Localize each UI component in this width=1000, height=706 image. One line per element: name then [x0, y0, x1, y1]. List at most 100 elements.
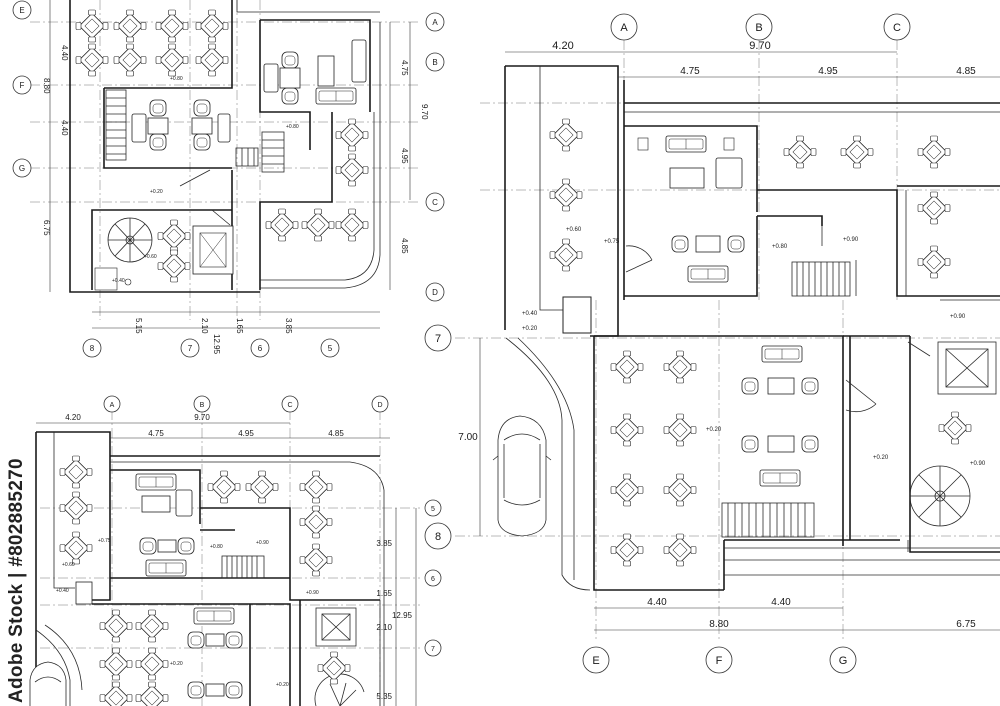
tl-grid-d: D [432, 288, 438, 297]
bl-dim-right-3: 2.10 [376, 623, 392, 632]
grid-bubble-f: F [716, 655, 723, 667]
bl-dimensions: 4.20 9.70 4.75 4.95 4.85 3.85 1.65 2.10 … [36, 413, 417, 706]
parked-car [492, 415, 552, 537]
tl-dim-bottom-2: 2.10 [200, 318, 209, 334]
tl-dimensions: 4.40 8.80 4.40 6.75 4.75 9.70 4.95 4.85 … [42, 0, 429, 355]
tl-dim-right-1: 4.75 [400, 60, 409, 76]
main-stairs [721, 261, 997, 538]
bl-grid-bubbles: A B C D 5 6 7 [103, 395, 442, 657]
level-mark: +0.90 [843, 237, 859, 243]
bottom-left-plan: 4.20 9.70 4.75 4.95 4.85 3.85 1.65 2.10 … [29, 395, 442, 706]
main-walls [504, 65, 1000, 591]
grid-bubble-g: G [839, 655, 848, 667]
elevator-shaft [937, 341, 997, 395]
bl-lounge [135, 473, 243, 699]
tl-dim-right-2: 9.70 [420, 104, 429, 120]
level-mark: +0.20 [170, 661, 183, 667]
tl-grid-c: C [432, 198, 438, 207]
bl-grid-a: A [110, 402, 115, 409]
grid-bubble-c: C [893, 22, 901, 34]
bl-tables [59, 455, 351, 706]
grid-bubble-e: E [592, 655, 599, 667]
bl-level-marks: +0.75 +0.60 +0.80 +0.90 +0.40 +0.20 +0.2… [56, 538, 319, 688]
main-axes [455, 40, 1000, 640]
level-mark: +0.20 [276, 682, 289, 688]
bl-grid-c: C [287, 402, 292, 409]
grid-bubble-8: 8 [435, 531, 441, 543]
tl-grid-f: F [20, 81, 25, 90]
level-mark: +0.80 [170, 76, 183, 82]
tl-dim-left-1: 4.40 [60, 45, 69, 61]
tl-grid-8: 8 [90, 344, 95, 353]
bl-grid-6: 6 [431, 576, 435, 583]
tl-grid-7: 7 [188, 344, 193, 353]
tl-dim-left-4: 6.75 [42, 220, 51, 236]
tl-grid-a: A [432, 18, 438, 27]
bl-grid-d: D [377, 402, 382, 409]
dim-top-bay-1: 4.75 [680, 66, 700, 77]
bl-grid-b: B [200, 402, 205, 409]
dim-bottom-bay-2: 4.40 [771, 597, 791, 608]
level-mark: +0.60 [144, 254, 157, 260]
tl-lounge [131, 39, 367, 151]
bl-dim-top-bay-1: 4.75 [148, 429, 164, 438]
level-mark: +0.80 [286, 124, 299, 130]
level-mark: +0.80 [210, 544, 223, 550]
bl-dim-right-overall: 12.95 [392, 611, 413, 620]
main-grid-bubbles: A B C E F G 7 8 [424, 13, 911, 674]
level-mark: +0.60 [62, 562, 75, 568]
level-mark: +0.75 [98, 538, 111, 544]
tl-grid-g: G [19, 164, 25, 173]
bl-dim-right-2: 1.65 [376, 589, 392, 598]
bl-dim-top-overall-2: 9.70 [194, 413, 210, 422]
tl-grid-6: 6 [258, 344, 263, 353]
tl-dim-right-3: 4.95 [400, 148, 409, 164]
tl-walls [69, 0, 381, 293]
bl-grid-5: 5 [431, 506, 435, 513]
tl-dim-right-4: 4.85 [400, 238, 409, 254]
watermark: Adobe Stock | #802885270 [2, 458, 32, 705]
bl-axes [40, 410, 420, 706]
bl-dim-top-overall-1: 4.20 [65, 413, 81, 422]
main-dimensions: 4.20 9.70 4.75 4.95 4.85 4.40 4.40 8.80 … [458, 40, 1000, 631]
spiral-stair [909, 465, 971, 527]
level-mark: +0.40 [56, 588, 69, 594]
bl-dim-top-bay-2: 4.95 [238, 429, 254, 438]
main-level-marks: +0.60 +0.75 +0.80 +0.90 +0.40 +0.20 +0.2… [522, 227, 986, 467]
dim-bottom-overall-1: 8.80 [709, 619, 729, 630]
main-plan: 4.20 9.70 4.75 4.95 4.85 4.40 4.40 8.80 … [424, 13, 1000, 674]
tl-dim-left-3: 4.40 [60, 120, 69, 136]
level-mark: +0.90 [970, 461, 986, 467]
dim-top-bay-2: 4.95 [818, 66, 838, 77]
tl-grid-5: 5 [328, 344, 333, 353]
level-mark: +0.20 [873, 455, 889, 461]
bl-car [29, 661, 67, 706]
level-mark: +0.20 [150, 189, 163, 195]
dim-left: 7.00 [458, 432, 478, 443]
level-mark: +0.60 [566, 227, 582, 233]
grid-bubble-a: A [620, 22, 628, 34]
dim-top-bay-3: 4.85 [956, 66, 976, 77]
tl-grid-e: E [19, 6, 24, 15]
tl-dim-bottom-overall: 12.95 [212, 334, 221, 355]
bl-dim-right-1: 3.85 [376, 539, 392, 548]
level-mark: +0.75 [604, 239, 620, 245]
tl-grid-bubbles: A B C D E F G 8 7 6 5 [12, 0, 445, 358]
tl-level-marks: +0.80 +0.20 +0.80 +0.60 +0.40 [112, 76, 299, 284]
main-doors [625, 226, 931, 413]
grid-bubble-b: B [755, 22, 762, 34]
level-mark: +0.20 [522, 326, 538, 332]
dim-bottom-bay-1: 4.40 [647, 597, 667, 608]
tl-stairs [105, 89, 285, 263]
grid-bubble-7: 7 [435, 333, 441, 345]
level-mark: +0.20 [706, 427, 722, 433]
level-mark: +0.90 [306, 590, 319, 596]
watermark-text: Adobe Stock | #802885270 [6, 458, 27, 703]
level-mark: +0.90 [950, 314, 966, 320]
bl-dim-right-4: 5.35 [376, 692, 392, 701]
level-mark: +0.40 [522, 311, 538, 317]
bl-dim-top-bay-3: 4.85 [328, 429, 344, 438]
main-lounge [637, 135, 819, 487]
dim-top-overall-1: 4.20 [552, 40, 573, 52]
